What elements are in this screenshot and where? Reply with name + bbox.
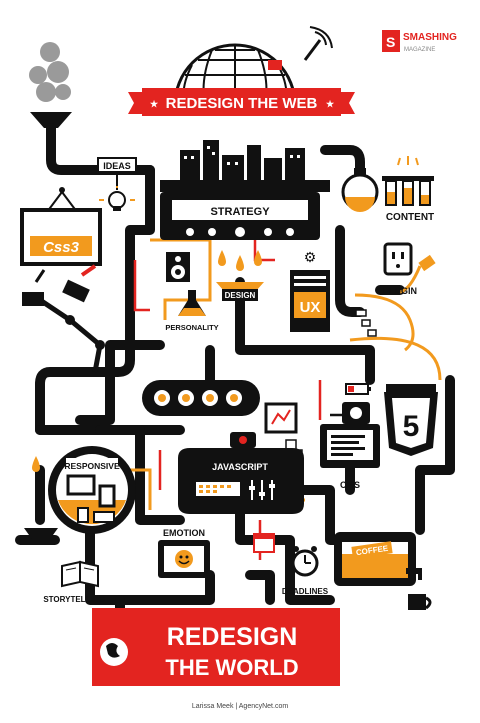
content-label: CONTENT (386, 212, 434, 223)
footer-line1: REDESIGN (167, 623, 298, 651)
design-label: DESIGN (225, 291, 256, 300)
emotion-label: EMOTION (163, 528, 205, 538)
smashing-logo: S SMASHING MAGAZINE (382, 30, 457, 53)
ux-label: UX (300, 299, 321, 316)
speaker-icon (166, 252, 190, 282)
emotion-monitor (158, 540, 210, 578)
coffee-tank: COFFEE (334, 532, 422, 586)
plug-icon (399, 254, 436, 294)
power-outlet-icon (383, 242, 413, 276)
city-skyline-icon (160, 140, 330, 192)
svg-text:★: ★ (326, 99, 335, 109)
open-book-icon (61, 560, 99, 588)
personality-flask-icon (178, 290, 206, 316)
alarm-clock-icon (291, 546, 319, 577)
storytelling-funnel (24, 528, 58, 542)
smoke-cloud-icon (29, 42, 71, 102)
storytelling-label: STORYTELLING (43, 595, 104, 604)
antenna-icon (303, 26, 333, 61)
gear-icon: ⚙ (304, 249, 317, 265)
content-flask-icon (341, 168, 379, 212)
strategy-console: STRATEGY (160, 192, 320, 240)
smashing-logo-icon (382, 30, 400, 52)
space-invader-icon (268, 60, 282, 70)
responsive-label: RESPONSIVE (64, 461, 120, 471)
credit-text: Larissa Meek | AgencyNet.com (192, 703, 289, 710)
strategy-label: STRATEGY (210, 206, 270, 218)
personality-label: PERSONALITY (165, 323, 218, 332)
ideas-label: IDEAS (103, 161, 131, 171)
design-funnel: DESIGN (216, 282, 264, 301)
plugin-label: PLUGIN (383, 286, 417, 296)
conveyor-belt (142, 380, 260, 416)
robot-arm-icon (22, 264, 105, 373)
css3-sign: Css3 (20, 187, 102, 266)
calendar-icon (253, 533, 275, 553)
banner-redesign-web: REDESIGN THE WEB ★ ★ (128, 88, 355, 116)
lightbulb-icon (99, 186, 135, 211)
deadlines-label: DEADLINES (282, 587, 329, 596)
css3-label: Css3 (43, 239, 80, 256)
brand-name: SMASHING (403, 32, 457, 43)
coffee-mug-icon (408, 594, 432, 610)
gauge-icon (264, 402, 298, 434)
funnel-icon (30, 112, 72, 128)
html5-label: 5 (403, 410, 420, 443)
footer-line2: THE WORLD (165, 655, 298, 680)
javascript-machine (178, 432, 304, 514)
svg-text:★: ★ (150, 99, 159, 109)
ux-machine: UX ⚙ (290, 249, 330, 332)
javascript-label: JAVASCRIPT (212, 462, 268, 472)
footer-banner: REDESIGN THE WORLD (92, 608, 340, 686)
test-tubes-icon (382, 156, 434, 206)
battery-icon (345, 383, 371, 395)
drop-icon (32, 456, 40, 472)
cms-label: CMS (340, 480, 360, 490)
banner-title: REDESIGN THE WEB (166, 95, 318, 112)
brand-sub: MAGAZINE (404, 47, 435, 53)
html5-shield-icon: 5 (384, 384, 438, 456)
camera-icon (342, 402, 370, 424)
cms-monitor (320, 424, 380, 468)
svg-text:S: S (386, 34, 395, 50)
paint-drops-icon (218, 250, 262, 271)
sitemap-icon (355, 309, 377, 337)
